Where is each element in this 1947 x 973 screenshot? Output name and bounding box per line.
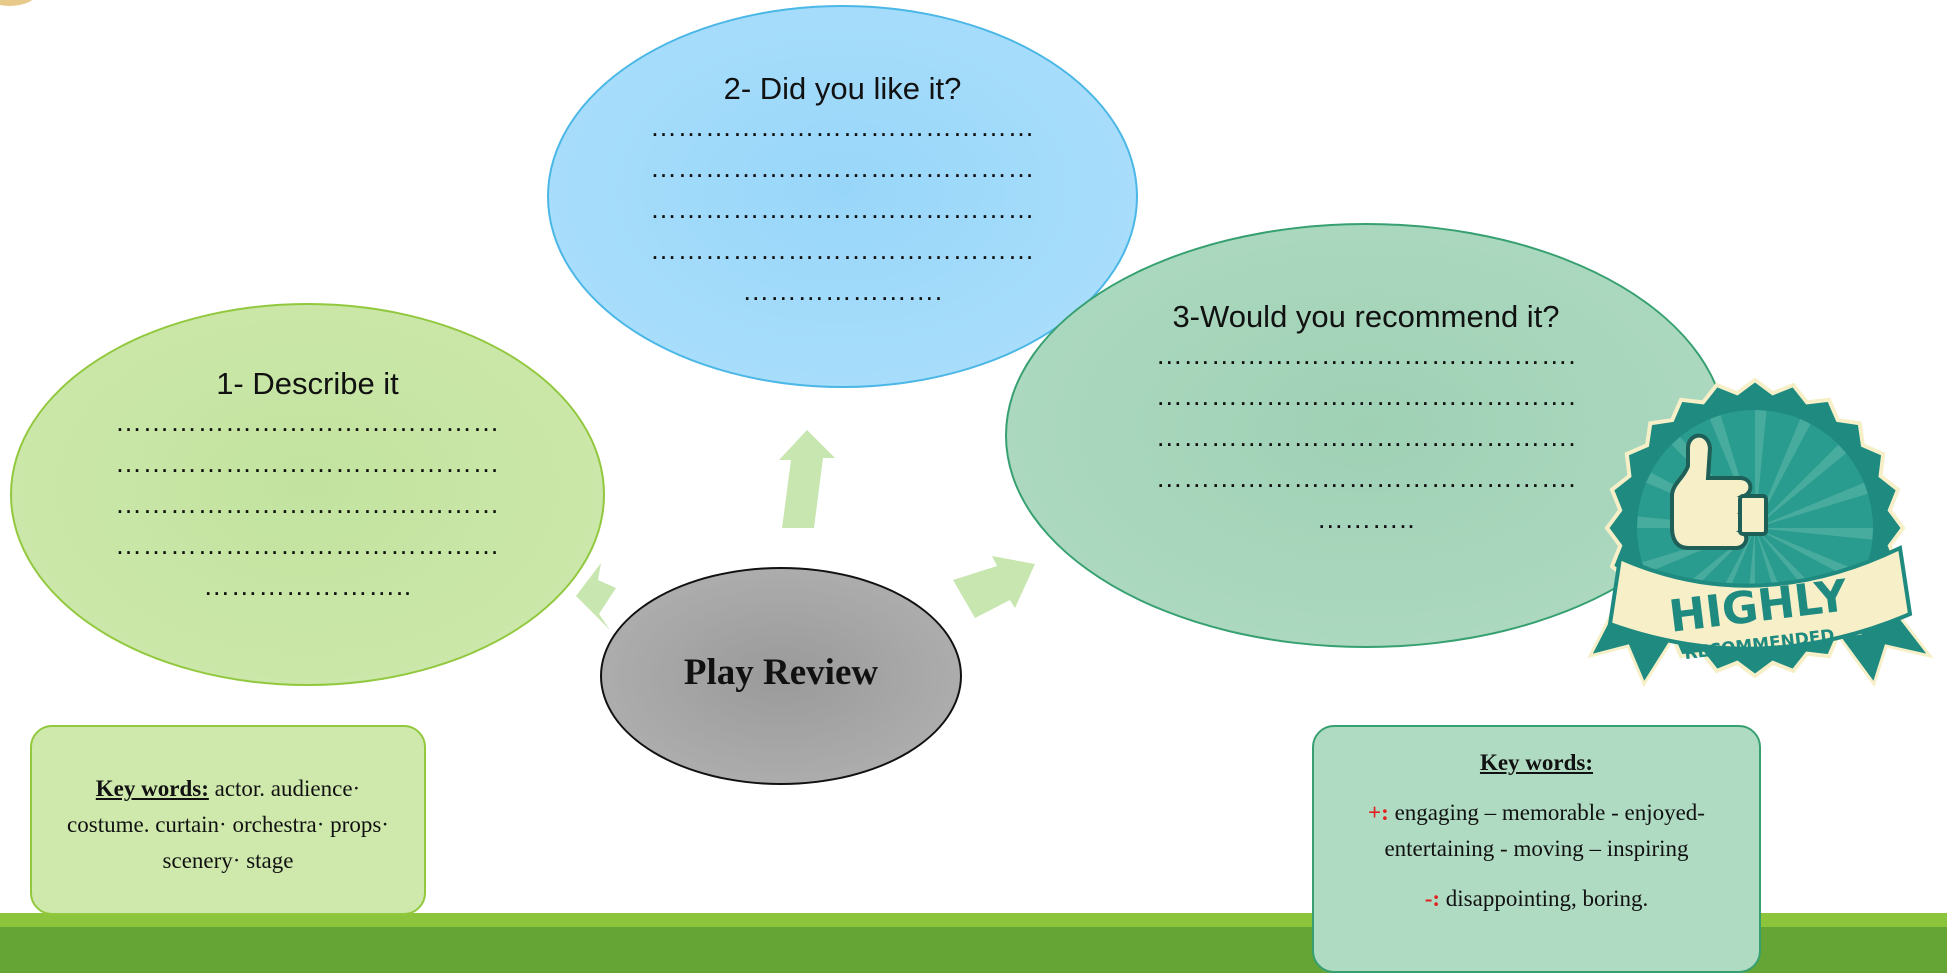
highly-recommended-badge: HIGHLY RECOMMENDED <box>1587 378 1934 688</box>
arrow-up <box>779 430 835 528</box>
center-bubble <box>600 567 962 785</box>
recommend-answer-line: ……….. <box>1316 504 1416 534</box>
like-content: 2- Did you like it? …………………………………… ………………… <box>547 71 1138 312</box>
recommend-answer-line: ………………………………………. <box>1155 422 1577 452</box>
like-title: 2- Did you like it? <box>723 71 962 106</box>
negative-keywords: -: disappointing, boring. <box>1344 881 1729 917</box>
recommend-bubble <box>1005 223 1727 648</box>
recommend-content: 3-Would you recommend it? ……………………………………… <box>1005 299 1727 540</box>
badge-banner <box>1607 545 1913 651</box>
badge-ray <box>1755 419 1811 528</box>
keywords-box-left: Key words: actor. audience· costume. cur… <box>30 725 426 915</box>
describe-answer-line: …………………………………… <box>115 407 500 437</box>
like-answer-line: …………………………………… <box>650 112 1035 142</box>
positive-keywords: +: engaging – memorable - enjoyed- enter… <box>1344 795 1729 867</box>
describe-content: 1- Describe it …………………………………… ……………………………… <box>10 366 605 607</box>
badge-ray <box>1755 528 1864 584</box>
center-content: Play Review <box>600 651 962 694</box>
keywords-label: Key words: <box>1479 750 1594 775</box>
badge-ray <box>1755 482 1868 528</box>
like-answer-line: …………………………………… <box>650 235 1035 265</box>
negative-keywords-text: disappointing, boring. <box>1445 886 1649 911</box>
plus-marker: +: <box>1368 800 1389 825</box>
like-answer-line: …………………………………… <box>650 194 1035 224</box>
recommend-title: 3-Would you recommend it? <box>1172 299 1560 334</box>
describe-answer-line: ………………….. <box>203 571 412 601</box>
recommend-answer-line: ………………………………………. <box>1155 381 1577 411</box>
describe-answer-line: …………………………………… <box>115 448 500 478</box>
arrow-left <box>576 563 616 630</box>
keywords-text: actor. audience· costume. curtain· orche… <box>67 776 389 873</box>
arrow-right <box>953 556 1035 618</box>
describe-bubble <box>10 303 605 686</box>
thumbs-up-icon <box>1670 433 1768 550</box>
corner-decoration <box>0 0 40 6</box>
describe-answer-line: …………………………………… <box>115 530 500 560</box>
center-title: Play Review <box>683 652 879 693</box>
badge-ray <box>1755 444 1847 528</box>
keywords-box-right: Key words: +: engaging – memorable - enj… <box>1312 725 1761 973</box>
describe-answer-line: …………………………………… <box>115 489 500 519</box>
keywords-label: Key words: <box>95 776 209 801</box>
like-answer-line: …………………………………… <box>650 153 1035 183</box>
recommend-answer-line: ………………………………………. <box>1155 340 1577 370</box>
positive-keywords-text: engaging – memorable - enjoyed- entertai… <box>1384 800 1705 861</box>
like-answer-line: …………………. <box>742 276 943 306</box>
badge-ray <box>1755 528 1873 540</box>
describe-title: 1- Describe it <box>216 366 399 401</box>
like-bubble <box>547 5 1138 388</box>
minus-marker: -: <box>1424 886 1441 911</box>
recommend-answer-line: ………………………………………. <box>1155 463 1577 493</box>
